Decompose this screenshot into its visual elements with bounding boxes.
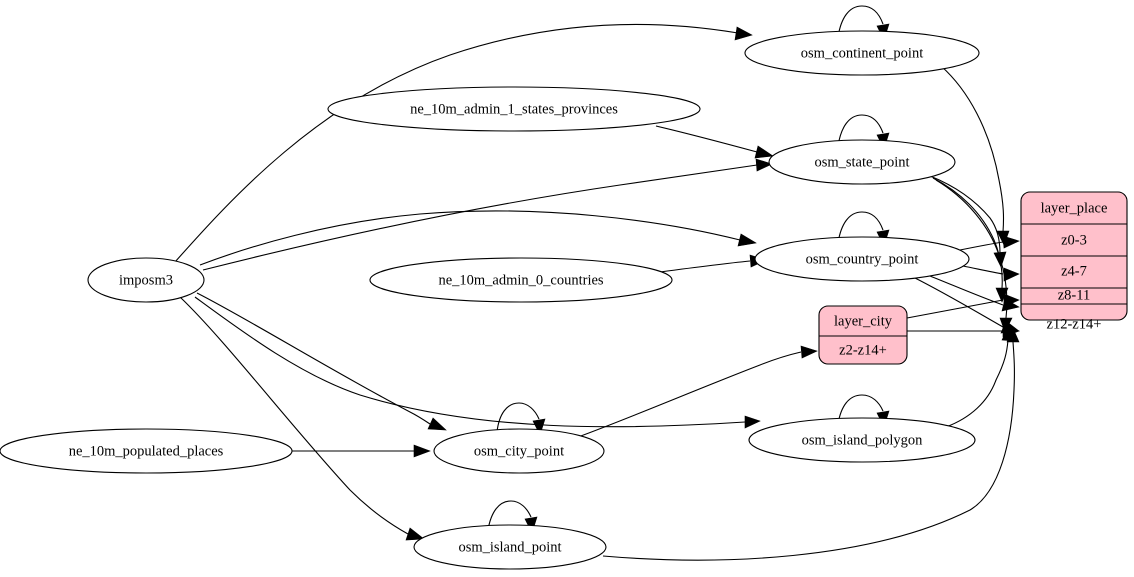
record-layer_place[interactable]: layer_place z0-3 z4-7 z8-11 z12-z14+ (1020, 191, 1128, 332)
node-label-imposm3: imposm3 (119, 272, 173, 288)
record-title-layer_place: layer_place (1041, 200, 1108, 216)
edge-self-osm_city_point (496, 402, 546, 436)
edge-imposm3-to-osm_state_point (202, 158, 773, 271)
edge-osm_island_polygon-to-layer_place-z12_z14 (945, 325, 1015, 428)
node-osm_island_point[interactable]: osm_island_point (413, 524, 607, 570)
record-row-layer_place-z8-11: z8-11 (1058, 287, 1090, 303)
edge-osm_country_point-to-layer_place-z0_3 (959, 235, 1020, 251)
node-label-osm_continent_point: osm_continent_point (801, 45, 923, 61)
node-label-osm_island_point: osm_island_point (458, 539, 561, 555)
node-label-ne_10m_populated_places: ne_10m_populated_places (69, 443, 224, 459)
edge-ne_countries-to-osm_country_point (659, 254, 767, 273)
edge-layer (174, 5, 1020, 561)
node-ne_10m_admin_1_states_provinces[interactable]: ne_10m_admin_1_states_provinces (327, 86, 701, 132)
node-osm_island_polygon[interactable]: osm_island_polygon (748, 417, 976, 463)
record-row-layer_place-z12-z14: z12-z14+ (1047, 316, 1102, 332)
node-label-ne_10m_admin_1_states_provinces: ne_10m_admin_1_states_provinces (410, 101, 618, 117)
node-ne_10m_populated_places[interactable]: ne_10m_populated_places (0, 428, 293, 474)
edge-imposm3-to-osm_country_point (199, 210, 757, 266)
edge-osm_country_point-to-layer_place-z4_7 (962, 265, 1020, 282)
node-label-osm_country_point: osm_country_point (806, 251, 919, 267)
edge-ne_populated-to-osm_city_point (292, 444, 431, 458)
node-ne_10m_admin_0_countries[interactable]: ne_10m_admin_0_countries (369, 257, 673, 303)
record-row-layer_city-z2-z14: z2-z14+ (839, 342, 887, 358)
edge-imposm3-to-osm_island_point (179, 296, 425, 541)
edge-imposm3-to-osm_city_point (196, 292, 447, 431)
record-layer: layer_place z0-3 z4-7 z8-11 z12-z14+ lay… (818, 191, 1128, 365)
node-osm_country_point[interactable]: osm_country_point (754, 236, 970, 282)
node-label-osm_city_point: osm_city_point (474, 443, 564, 459)
node-osm_city_point[interactable]: osm_city_point (433, 428, 605, 474)
record-title-layer_city: layer_city (834, 313, 893, 329)
edge-imposm3-to-osm_island_polygon (194, 296, 761, 429)
edge-imposm3-to-osm_continent_point (174, 23, 753, 263)
edge-osm_state_point-to-layer_place-z8_11 (932, 177, 1009, 303)
node-label-ne_10m_admin_0_countries: ne_10m_admin_0_countries (438, 272, 603, 288)
edge-layer_city-to-layer_place-z8_11 (906, 293, 1020, 319)
edge-osm_island_point-to-layer_place-z12_z14 (602, 327, 1020, 561)
node-osm_state_point[interactable]: osm_state_point (768, 139, 956, 185)
node-label-osm_island_polygon: osm_island_polygon (802, 432, 924, 448)
node-label-osm_state_point: osm_state_point (814, 154, 909, 170)
record-row-layer_place-z0-3: z0-3 (1061, 232, 1087, 248)
node-osm_continent_point[interactable]: osm_continent_point (744, 30, 980, 76)
record-row-layer_place-z4-7: z4-7 (1061, 263, 1087, 279)
edge-osm_city_point-to-layer_city (577, 345, 818, 438)
node-layer: imposm3 ne_10m_admin_1_states_provinces … (0, 30, 980, 570)
record-layer_city[interactable]: layer_city z2-z14+ (818, 305, 908, 365)
node-imposm3[interactable]: imposm3 (87, 257, 205, 303)
edge-ne_states-to-osm_state_point (655, 125, 774, 159)
